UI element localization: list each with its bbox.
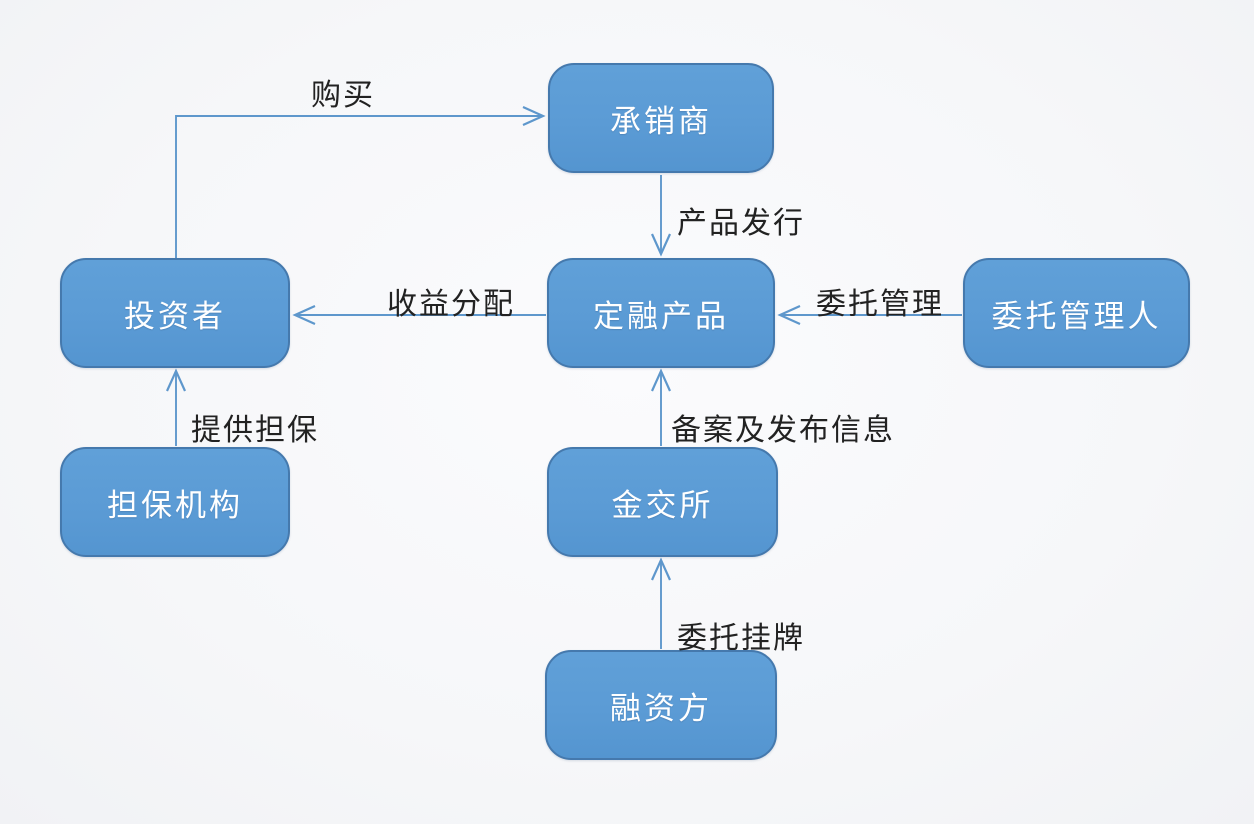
node-investor-label: 投资者 (124, 298, 226, 335)
edge-label-issue: 产品发行 (677, 206, 805, 241)
node-financier: 融资方 (545, 650, 777, 760)
node-exchange: 金交所 (547, 447, 778, 557)
edge-label-purchase: 购买 (311, 78, 375, 113)
node-guarantor-label: 担保机构 (107, 487, 243, 524)
node-guarantor: 担保机构 (60, 447, 290, 557)
node-exchange-label: 金交所 (611, 487, 714, 524)
edge-label-management: 委托管理 (816, 287, 944, 322)
node-product-label: 定融产品 (593, 298, 729, 335)
node-underwriter-label: 承销商 (610, 103, 712, 140)
node-financier-label: 融资方 (610, 690, 712, 727)
edge-purchase-arrow (175, 105, 546, 258)
node-manager: 委托管理人 (963, 258, 1190, 368)
node-manager-label: 委托管理人 (991, 298, 1162, 335)
node-product: 定融产品 (547, 258, 775, 368)
node-underwriter: 承销商 (548, 63, 774, 173)
node-investor: 投资者 (60, 258, 290, 368)
edge-label-listing: 委托挂牌 (677, 621, 805, 656)
edge-label-guarantee: 提供担保 (191, 413, 319, 448)
edge-label-distribution: 收益分配 (387, 287, 515, 322)
edge-label-filing: 备案及发布信息 (671, 413, 895, 448)
